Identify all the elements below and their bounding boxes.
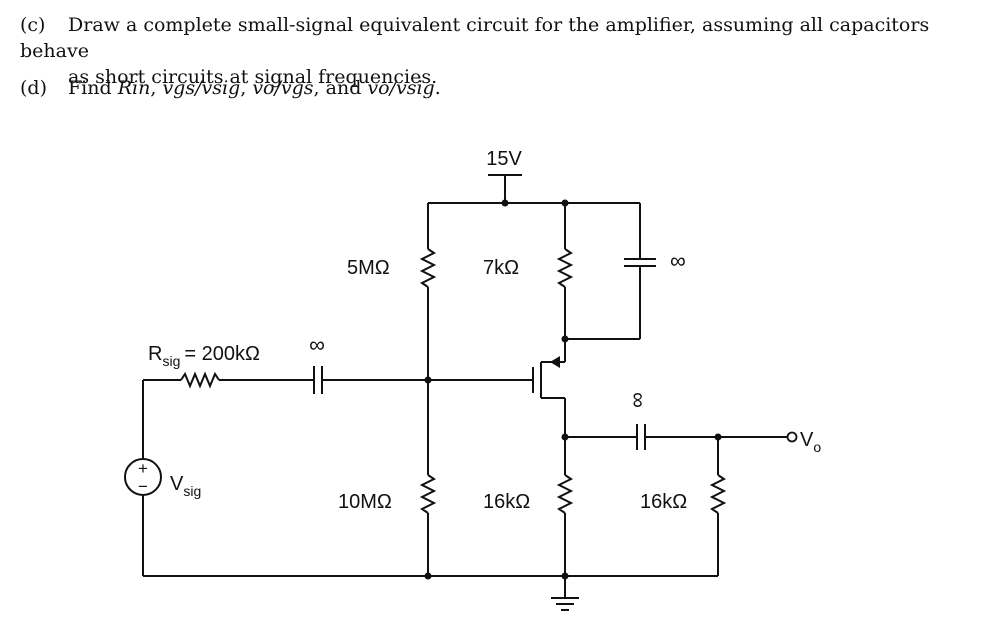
r1-label: 5MΩ <box>347 257 390 279</box>
rl-label: 16kΩ <box>640 491 687 513</box>
gain-vgs-vsig: vgs/vsig <box>162 77 241 99</box>
resistor-rd <box>556 248 574 288</box>
source-plus: + <box>138 459 148 478</box>
vo-terminal <box>786 431 798 443</box>
problem-d-label: (d) <box>20 77 47 99</box>
bypass-cap-label: ∞ <box>670 248 686 273</box>
resistor-rsig <box>180 371 220 389</box>
problem-c: (c)Draw a complete small-signal equivale… <box>20 12 995 90</box>
resistor-r2 <box>419 474 437 514</box>
rd-label: 7kΩ <box>483 257 519 279</box>
vo-label: Vo <box>800 429 821 455</box>
problem-c-label: (c) <box>20 14 46 36</box>
out-cap-label: ∞ <box>624 392 649 408</box>
in-cap-label: ∞ <box>309 332 325 357</box>
sep-1: , <box>150 77 157 99</box>
mosfet-arrow <box>550 356 560 368</box>
problem-d-find: Find <box>68 77 112 99</box>
vsig-label: Vsig <box>170 473 201 499</box>
problem-d: (d) Find Rin, vgs/vsig, vo/vgs, and vo/vs… <box>20 75 441 101</box>
rs-label: 16kΩ <box>483 491 530 513</box>
sep-2: , <box>240 77 247 99</box>
source-minus: − <box>138 477 148 496</box>
problem-c-text-line2: as short circuits at signal frequencies. <box>68 66 438 88</box>
resistor-rs <box>556 474 574 514</box>
problem-c-text-line1: Draw a complete small-signal equivalent … <box>20 14 930 62</box>
resistor-r1 <box>419 248 437 288</box>
rin-symbol: Rin <box>117 77 151 99</box>
resistor-rl <box>709 474 727 514</box>
r2-label: 10MΩ <box>338 491 392 513</box>
gain-vo-vsig: vo/vsig <box>367 77 435 99</box>
rsig-label: Rsig= 200kΩ <box>148 343 260 369</box>
node-ground-r2 <box>424 572 432 580</box>
period: . <box>434 77 441 99</box>
and-word: , and <box>313 77 362 99</box>
gain-vo-vgs: vo/vgs <box>252 77 314 99</box>
supply-label: 15V <box>486 148 522 170</box>
node-supply <box>501 199 509 207</box>
node-drain <box>561 335 569 343</box>
